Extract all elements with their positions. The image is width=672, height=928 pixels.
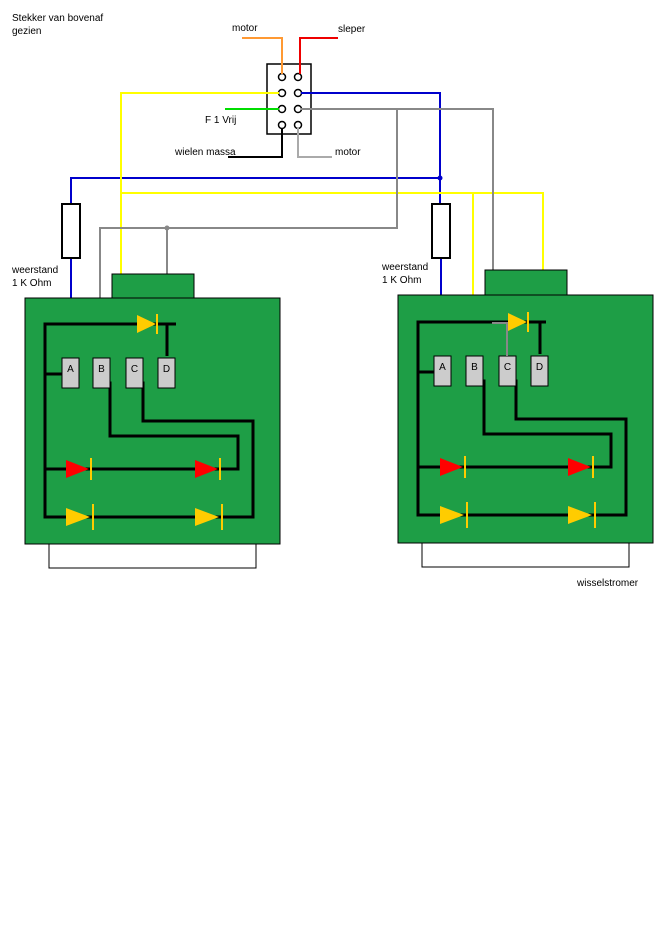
diode-right-top — [508, 312, 529, 332]
diode-left-top — [137, 314, 158, 334]
plug-pin-1 — [277, 72, 287, 82]
motor-wire-orange — [242, 37, 283, 74]
header-line-2: gezien — [12, 26, 41, 37]
signal-board-right: A B C D — [397, 269, 654, 568]
pin-left-b: B — [92, 357, 111, 389]
pin-left-d: D — [157, 357, 176, 389]
plug-pin-2 — [293, 72, 303, 82]
resistor-left — [61, 203, 81, 259]
diode-right-red-1 — [440, 456, 466, 478]
diode-left-yellow-1 — [66, 504, 94, 530]
wisselstromer-label: wisselstromer — [576, 578, 639, 589]
board-left-top-tab — [111, 273, 195, 301]
pin-left-b-label: B — [98, 364, 105, 375]
plug-pin-5 — [277, 104, 287, 114]
gray-junction — [164, 225, 170, 231]
pin-left-a-label: A — [67, 364, 74, 375]
plug-pin-8 — [293, 120, 303, 130]
motor-wire-gray-bottom — [297, 128, 332, 158]
diode-left-red-2 — [195, 458, 221, 480]
plug-pin-7 — [277, 120, 287, 130]
pin-right-d-label: D — [536, 362, 543, 373]
wielen-massa-label: wielen massa — [174, 147, 236, 158]
blue-junction — [437, 175, 443, 181]
gray-right-to-pin-c — [492, 322, 508, 356]
ohm-left-label: 1 K Ohm — [12, 278, 51, 289]
pin-left-a: A — [61, 357, 80, 389]
signal-board-left: A B C D — [24, 273, 281, 569]
plug-pin-3 — [277, 88, 287, 98]
plug-pin-6 — [293, 104, 303, 114]
sleper-label: sleper — [338, 24, 366, 35]
pin-right-c: C — [498, 355, 517, 387]
ohm-right-label: 1 K Ohm — [382, 275, 421, 286]
resistor-right — [431, 203, 451, 259]
gray-wire-inner — [99, 108, 398, 359]
board-right-top-tab — [484, 269, 568, 298]
motor-bottom-label: motor — [335, 147, 361, 158]
plug-pin-4 — [293, 88, 303, 98]
pin-right-c-label: C — [504, 362, 511, 373]
weerstand-right-label: weerstand — [381, 262, 428, 273]
weerstand-left-label: weerstand — [11, 265, 58, 276]
sleper-wire-red — [299, 37, 338, 74]
wielen-massa-wire — [228, 128, 283, 158]
blue-feed-wire — [301, 92, 441, 204]
pin-right-a-label: A — [439, 362, 446, 373]
diode-right-red-2 — [568, 456, 594, 478]
pin-right-b: B — [465, 355, 484, 387]
motor-top-label: motor — [232, 23, 258, 34]
diode-right-yellow-1 — [440, 502, 468, 528]
pin-left-c: C — [125, 357, 144, 389]
pin-right-b-label: B — [471, 362, 478, 373]
blue-left-wire — [70, 177, 440, 204]
board-right-base — [421, 542, 630, 568]
pin-left-c-label: C — [131, 364, 138, 375]
board-left-base — [48, 543, 257, 569]
f1-vrij-label: F 1 Vrij — [205, 115, 236, 126]
connector-plug — [266, 63, 312, 135]
pin-left-d-label: D — [163, 364, 170, 375]
pin-right-d: D — [530, 355, 549, 387]
header-line-1: Stekker van bovenaf — [12, 13, 103, 24]
diode-left-red-1 — [66, 458, 92, 480]
diode-right-yellow-2 — [568, 502, 596, 528]
diode-left-yellow-2 — [195, 504, 223, 530]
pin-right-a: A — [433, 355, 452, 387]
